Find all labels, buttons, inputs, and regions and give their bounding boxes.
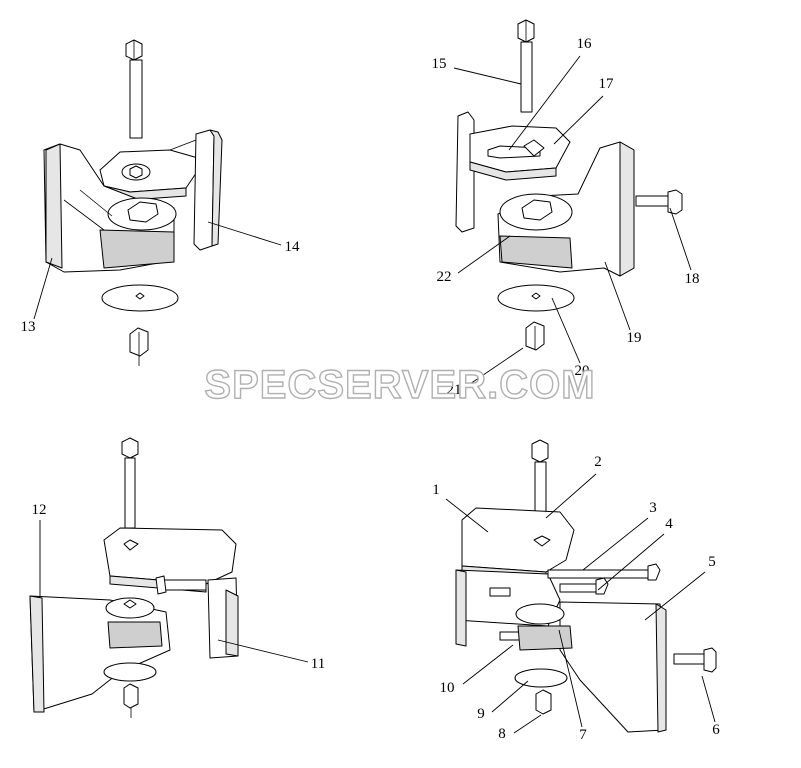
leader-line-5: [644, 571, 706, 621]
callout-8: 8: [498, 726, 506, 742]
leader-line-9: [491, 680, 529, 713]
view-a-upper-bracket: [99, 129, 223, 251]
view-c-upper-bracket: [103, 527, 239, 659]
view-a-bolt: [125, 39, 143, 139]
callout-15: 15: [432, 56, 447, 72]
leader-line-14: [207, 221, 282, 246]
view-b-assembly: [455, 19, 683, 351]
callout-20: 20: [575, 363, 590, 379]
view-d-side-bolt: [673, 647, 717, 673]
view-d-bolt: [531, 439, 549, 529]
callout-10: 10: [440, 680, 455, 696]
callout-2: 2: [594, 454, 602, 470]
leader-line-4: [597, 533, 665, 591]
leader-lines: [33, 55, 716, 734]
leader-line-10: [462, 644, 514, 685]
view-d-assembly: [455, 439, 717, 733]
leader-line-1: [445, 498, 489, 533]
view-b-upper-bracket: [455, 111, 571, 233]
callout-17: 17: [599, 76, 615, 92]
leader-line-15: [453, 67, 522, 85]
callout-9: 9: [477, 706, 485, 722]
view-b-side-bolt: [635, 189, 683, 215]
view-a-mount-body: [43, 143, 177, 273]
callout-6: 6: [712, 722, 720, 738]
callout-13: 13: [21, 319, 36, 335]
view-b-nut: [525, 321, 545, 351]
leader-line-6: [701, 675, 716, 723]
leader-line-17: [553, 95, 604, 145]
view-d-nut: [535, 689, 552, 715]
leader-line-19: [604, 261, 631, 331]
callout-22: 22: [437, 269, 452, 285]
view-c-bolt: [121, 437, 139, 529]
callout-5: 5: [708, 554, 716, 570]
view-c-nut: [123, 683, 139, 718]
view-c-washer: [103, 662, 157, 682]
callout-19: 19: [627, 330, 642, 346]
view-c-assembly: [29, 437, 239, 718]
leader-line-21: [466, 347, 524, 387]
leader-line-18: [669, 207, 692, 271]
leader-line-16: [508, 55, 581, 151]
callout-1: 1: [432, 482, 440, 498]
callout-14: 14: [285, 239, 301, 255]
leader-line-11: [217, 639, 309, 663]
view-d-washer: [514, 668, 568, 688]
leader-line-20: [551, 297, 581, 364]
callout-4: 4: [665, 516, 673, 532]
leader-line-3: [582, 517, 649, 571]
view-c-mount-body: [29, 595, 171, 713]
leader-line-22: [457, 235, 511, 274]
leader-line-8: [513, 714, 542, 734]
callout-11: 11: [311, 656, 325, 672]
callout-21: 21: [447, 382, 462, 398]
watermark: SPECSERVER.COM: [204, 363, 595, 407]
view-a-nut: [129, 327, 149, 366]
callout-16: 16: [577, 36, 593, 52]
view-b-bolt: [517, 19, 535, 113]
callout-3: 3: [649, 500, 657, 516]
view-d-mount-body: [515, 601, 667, 733]
leader-line-2: [545, 473, 597, 519]
callout-18: 18: [685, 271, 700, 287]
view-a-assembly: [43, 39, 223, 366]
callout-7: 7: [579, 727, 587, 743]
callout-12: 12: [32, 502, 47, 518]
leader-line-13: [33, 257, 53, 320]
leader-line-7: [558, 629, 583, 728]
view-b-mount-body: [497, 141, 635, 277]
